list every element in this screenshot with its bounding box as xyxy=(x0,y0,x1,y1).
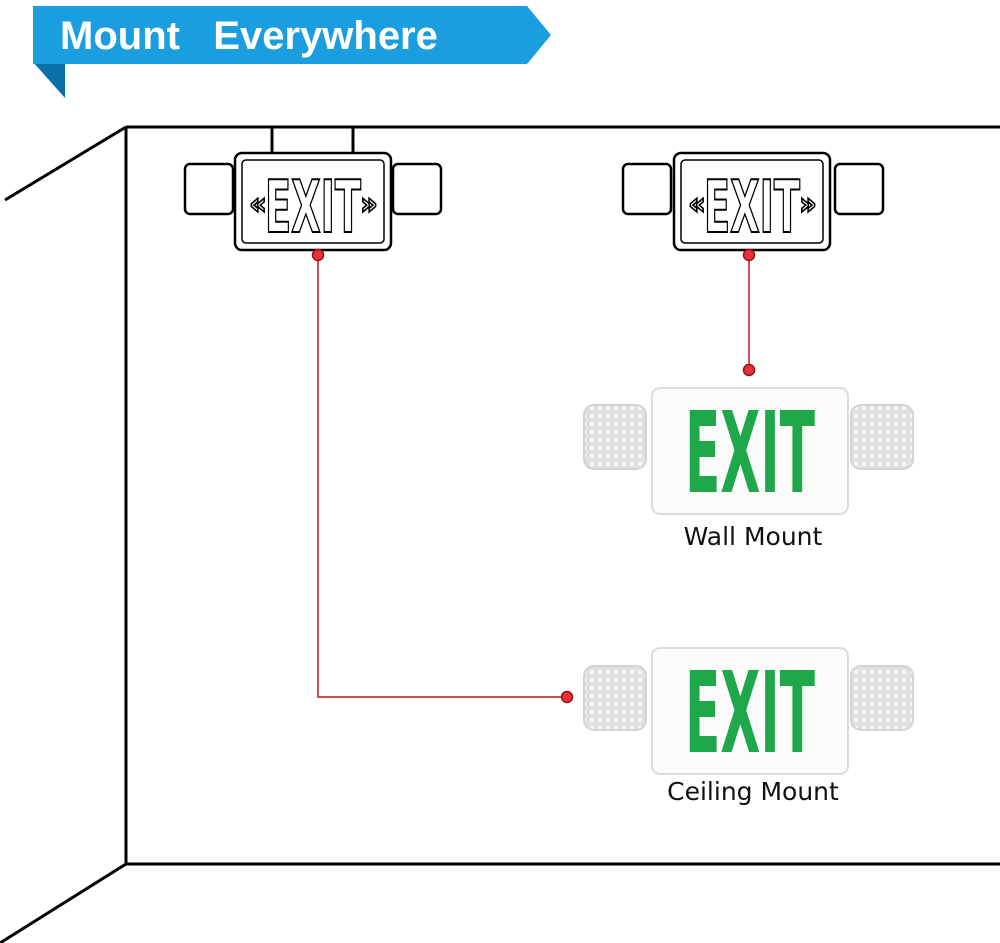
sign-body-inner xyxy=(241,159,385,244)
arrow-left-glyph: « xyxy=(688,187,705,222)
ceiling-left-edge xyxy=(4,125,127,202)
lamp-head-right xyxy=(391,162,443,216)
connector-dot xyxy=(560,690,574,704)
lamp-head-right xyxy=(850,665,914,731)
sign-exit-text: EXIT xyxy=(265,165,361,249)
green-exit-text: EXIT xyxy=(685,389,815,519)
wall-mount-caption: Wall Mount xyxy=(683,522,823,551)
lamp-head-right xyxy=(850,404,914,470)
arrow-left-glyph: « xyxy=(249,187,266,222)
lamp-head-left xyxy=(583,665,647,731)
connector-ceiling xyxy=(317,255,567,698)
green-exit-text: EXIT xyxy=(685,649,815,779)
wall-sign-outline: « EXIT » xyxy=(621,151,885,252)
ceiling-mount-product: EXIT xyxy=(583,647,914,779)
sign-exit-text: EXIT xyxy=(704,165,800,249)
sign-housing xyxy=(651,387,849,515)
arrow-right-glyph: » xyxy=(360,187,377,222)
arrow-right-glyph: » xyxy=(799,187,816,222)
banner-title: Mount Everywhere xyxy=(60,14,438,58)
sign-body-inner xyxy=(680,159,824,244)
connectors xyxy=(317,255,750,698)
sign-housing xyxy=(651,647,849,775)
connector-dot xyxy=(742,248,756,262)
connector-dot xyxy=(742,363,756,377)
wall-mount-product: EXIT xyxy=(583,387,914,519)
connector-dot xyxy=(311,248,325,262)
ceiling-sign-outline: « EXIT » xyxy=(183,127,443,252)
banner-fold xyxy=(33,62,65,98)
lamp-head-left xyxy=(583,404,647,470)
lamp-head-left xyxy=(621,162,673,216)
sign-body-outer xyxy=(233,151,393,252)
connector-dots xyxy=(311,248,756,704)
floor-left-edge xyxy=(0,862,127,943)
banner xyxy=(33,6,551,98)
lamp-head-right xyxy=(833,162,885,216)
ceiling-mount-caption: Ceiling Mount xyxy=(667,777,839,806)
banner-ribbon xyxy=(33,6,551,64)
lamp-head-left xyxy=(183,162,235,216)
